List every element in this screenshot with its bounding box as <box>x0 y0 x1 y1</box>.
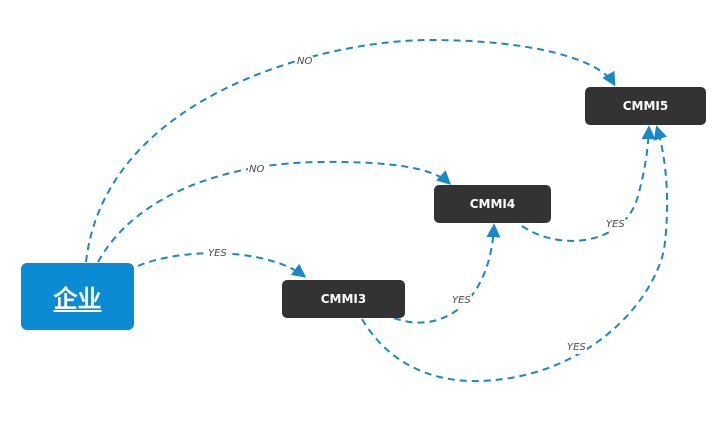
edge-cmmi3-cmmi4 <box>393 223 501 324</box>
edge-label-cmmi3-cmmi4: YES <box>451 295 472 307</box>
edge-label-cmmi4-cmmi5: YES <box>605 219 626 231</box>
edge-root-cmmi4 <box>97 160 452 263</box>
edge-cmmi3-cmmi5 <box>361 125 669 383</box>
node-root[interactable]: 企业 <box>21 263 134 330</box>
edge-root-cmmi5 <box>85 38 616 263</box>
node-cmmi3[interactable]: CMMI3 <box>282 280 405 318</box>
edge-label-root-cmmi5: NO <box>296 56 314 68</box>
edge-label-root-cmmi3: YES <box>207 248 228 260</box>
edge-label-root-cmmi4: NO <box>248 164 266 176</box>
node-cmmi5[interactable]: CMMI5 <box>585 87 706 125</box>
node-cmmi4[interactable]: CMMI4 <box>434 185 551 223</box>
edge-label-cmmi3-cmmi5: YES <box>566 342 587 354</box>
edge-cmmi4-cmmi5 <box>521 125 656 242</box>
